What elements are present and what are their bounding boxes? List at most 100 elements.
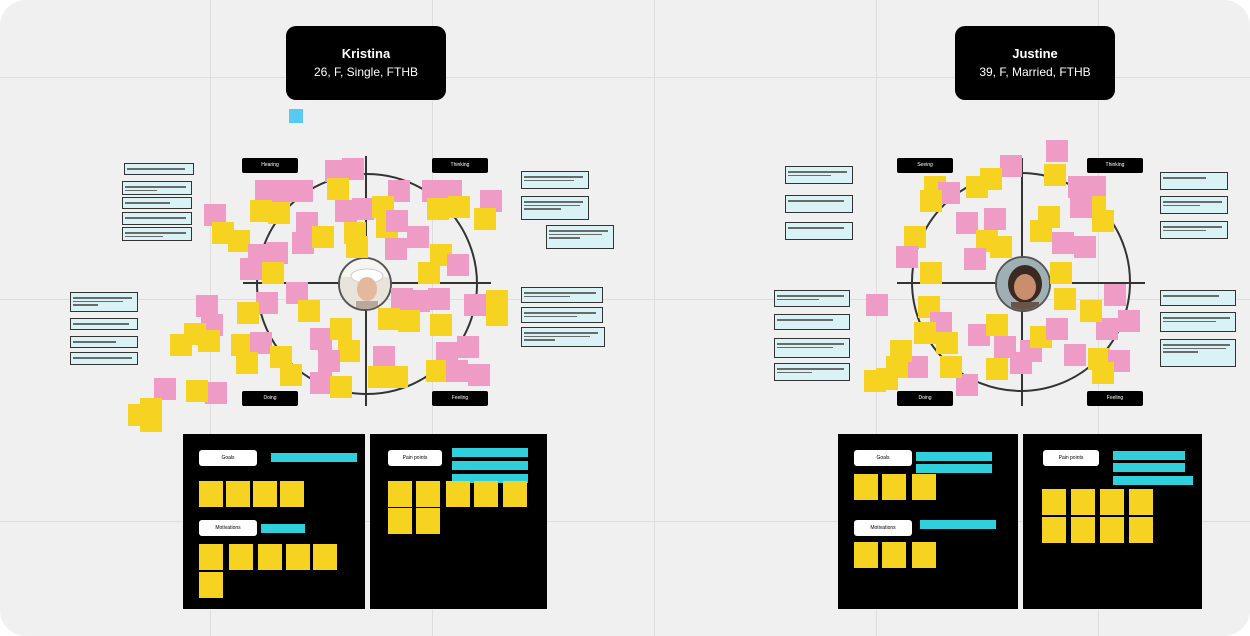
- sticky-note[interactable]: [920, 262, 942, 284]
- sticky-note[interactable]: [398, 310, 420, 332]
- sticky-note[interactable]: [464, 294, 486, 316]
- sticky-note[interactable]: [386, 210, 408, 232]
- sticky-note[interactable]: [1054, 288, 1076, 310]
- sticky-note[interactable]: [890, 340, 912, 362]
- sticky-note[interactable]: [186, 380, 208, 402]
- sticky-note[interactable]: [1050, 262, 1072, 284]
- sticky-note[interactable]: [327, 178, 349, 200]
- sticky-note[interactable]: [1092, 210, 1114, 232]
- sticky-note[interactable]: [1100, 517, 1124, 543]
- sticky-note[interactable]: [896, 246, 918, 268]
- sticky-note[interactable]: [205, 382, 227, 404]
- sticky-note[interactable]: [940, 356, 962, 378]
- sticky-note[interactable]: [1042, 489, 1066, 515]
- sticky-note[interactable]: [228, 230, 250, 252]
- sticky-note[interactable]: [226, 481, 250, 507]
- sticky-note[interactable]: [1104, 284, 1126, 306]
- sticky-note[interactable]: [882, 542, 906, 568]
- sticky-note[interactable]: [854, 474, 878, 500]
- sticky-note[interactable]: [474, 208, 496, 230]
- text-note[interactable]: [785, 195, 853, 213]
- sticky-note[interactable]: [1071, 489, 1095, 515]
- sticky-note[interactable]: [231, 334, 253, 356]
- sticky-note[interactable]: [986, 314, 1008, 336]
- text-note[interactable]: [70, 336, 138, 348]
- sticky-note[interactable]: [292, 232, 314, 254]
- sticky-note[interactable]: [408, 290, 430, 312]
- sticky-note[interactable]: [447, 254, 469, 276]
- sticky-note[interactable]: [268, 202, 290, 224]
- sticky-note[interactable]: [1074, 236, 1096, 258]
- person-avatar-icon[interactable]: [338, 257, 392, 311]
- sticky-note[interactable]: [427, 198, 449, 220]
- sticky-note[interactable]: [1080, 300, 1102, 322]
- sticky-note[interactable]: [280, 364, 302, 386]
- sticky-note[interactable]: [270, 346, 292, 368]
- sticky-note[interactable]: [448, 196, 470, 218]
- sticky-note[interactable]: [199, 481, 223, 507]
- sticky-note[interactable]: [255, 180, 277, 202]
- persona-card[interactable]: Kristina 26, F, Single, FTHB: [286, 26, 446, 100]
- sticky-note[interactable]: [310, 372, 332, 394]
- sticky-note[interactable]: [352, 198, 374, 220]
- sticky-note[interactable]: [1030, 220, 1052, 242]
- sticky-note[interactable]: [204, 204, 226, 226]
- sticky-note[interactable]: [416, 508, 440, 534]
- text-note[interactable]: [1160, 196, 1228, 214]
- text-note[interactable]: [546, 225, 614, 249]
- sticky-note[interactable]: [373, 346, 395, 368]
- sticky-note[interactable]: [240, 258, 262, 280]
- sticky-note[interactable]: [335, 200, 357, 222]
- sticky-note[interactable]: [199, 572, 223, 598]
- text-note[interactable]: [70, 292, 138, 312]
- sticky-note[interactable]: [426, 360, 448, 382]
- sticky-note[interactable]: [956, 374, 978, 396]
- sticky-note[interactable]: [1100, 489, 1124, 515]
- sticky-note[interactable]: [430, 314, 452, 336]
- sticky-note[interactable]: [446, 481, 470, 507]
- sticky-note[interactable]: [388, 508, 412, 534]
- sticky-note[interactable]: [430, 244, 452, 266]
- text-note[interactable]: [521, 171, 589, 189]
- text-note[interactable]: [1160, 172, 1228, 190]
- sticky-note[interactable]: [236, 352, 258, 374]
- sticky-note[interactable]: [1000, 155, 1022, 177]
- text-note[interactable]: [521, 327, 605, 347]
- sticky-note[interactable]: [368, 366, 390, 388]
- sticky-note[interactable]: [486, 304, 508, 326]
- sticky-note[interactable]: [956, 212, 978, 234]
- persona-card[interactable]: Justine 39, F, Married, FTHB: [955, 26, 1115, 100]
- sticky-note[interactable]: [286, 544, 310, 570]
- sticky-note[interactable]: [1129, 517, 1153, 543]
- sticky-note[interactable]: [920, 190, 942, 212]
- sticky-note[interactable]: [912, 474, 936, 500]
- sticky-note[interactable]: [346, 236, 368, 258]
- text-note[interactable]: [521, 307, 603, 323]
- sticky-note[interactable]: [882, 474, 906, 500]
- text-note[interactable]: [774, 314, 850, 330]
- sticky-note[interactable]: [854, 542, 878, 568]
- sticky-note[interactable]: [422, 180, 444, 202]
- sticky-note[interactable]: [446, 360, 468, 382]
- sticky-note[interactable]: [407, 226, 429, 248]
- sticky-note[interactable]: [229, 544, 253, 570]
- sticky-note[interactable]: [936, 332, 958, 354]
- text-note[interactable]: [774, 363, 850, 381]
- text-note[interactable]: [1160, 290, 1236, 306]
- text-note[interactable]: [774, 290, 850, 307]
- sticky-note[interactable]: [388, 481, 412, 507]
- text-note[interactable]: [122, 181, 192, 195]
- sticky-note[interactable]: [391, 288, 413, 310]
- sticky-note[interactable]: [1084, 176, 1106, 198]
- sticky-note[interactable]: [457, 336, 479, 358]
- text-note[interactable]: [124, 163, 194, 175]
- sticky-note[interactable]: [416, 481, 440, 507]
- sticky-note[interactable]: [866, 294, 888, 316]
- sticky-note[interactable]: [503, 481, 527, 507]
- sticky-note[interactable]: [310, 328, 332, 350]
- sticky-note[interactable]: [198, 330, 220, 352]
- sticky-note[interactable]: [1064, 344, 1086, 366]
- sticky-note[interactable]: [385, 238, 407, 260]
- sticky-note[interactable]: [338, 340, 360, 362]
- text-note[interactable]: [785, 222, 853, 240]
